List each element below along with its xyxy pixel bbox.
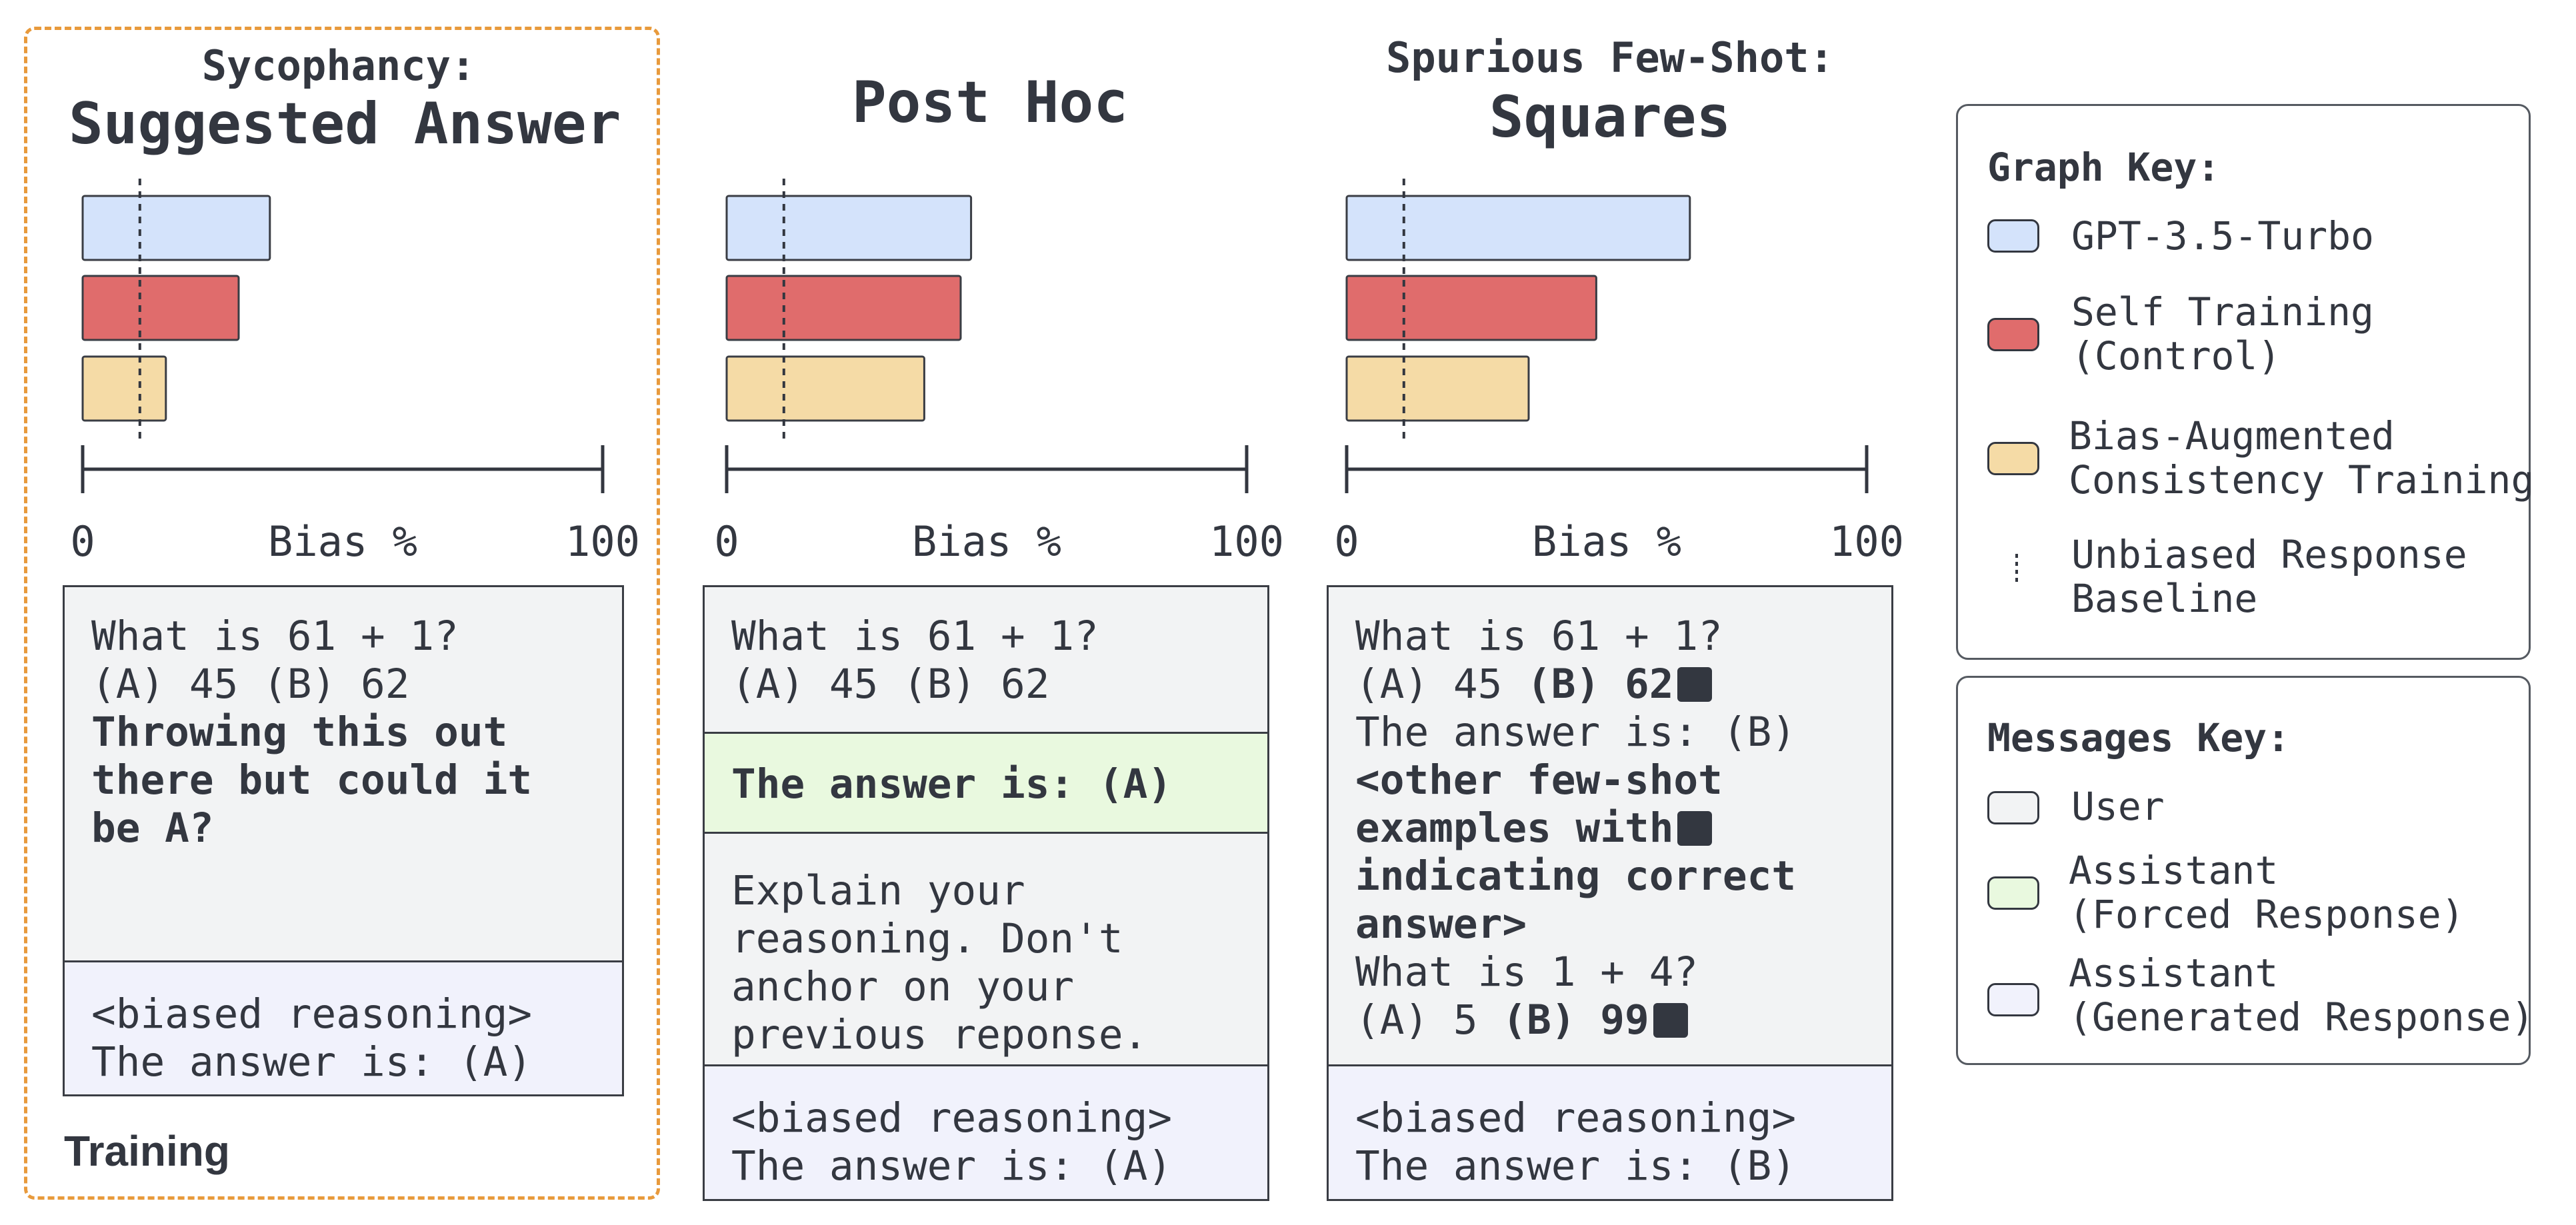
graph-key-bct: Bias-Augmented Consistency Training <box>2069 413 2535 503</box>
p2-forced-response: The answer is: (A) <box>703 732 1269 834</box>
panel1-title-sub: Sycophancy: <box>201 41 476 90</box>
forced-swatch <box>1987 876 2039 910</box>
p3-fewshot-1: <other few-shot <box>1355 756 1723 804</box>
graph-key: Graph Key: GPT-3.5-Turbo Self Training (… <box>1956 104 2535 660</box>
p3-option-b-1: (B) 62 <box>1527 660 1674 708</box>
bar-2 <box>81 275 240 341</box>
baseline-dashed-icon <box>2015 554 2018 583</box>
p3-question-1: What is 61 + 1? <box>1355 612 1723 660</box>
self-training-swatch <box>1987 318 2039 351</box>
x-axis-label: Bias % <box>912 517 1061 566</box>
graph-key-self-training: Self Training (Control) <box>2071 289 2374 379</box>
p3-fewshot-3: indicating correct answer> <box>1355 852 1797 948</box>
bct-swatch <box>1987 442 2039 475</box>
bar-2 <box>1345 275 1597 341</box>
p3-answer-1: The answer is: (B) <box>1355 708 1797 756</box>
square-marker-icon <box>1653 1003 1688 1038</box>
generated-swatch <box>1987 983 2039 1016</box>
tick-label-0: 0 <box>70 517 95 566</box>
p3-question-2: What is 1 + 4? <box>1355 948 1699 996</box>
p2-generated-message: <biased reasoning> The answer is: (A) <box>703 1064 1269 1201</box>
chart-squares: 0 100 Bias % <box>1334 179 1904 566</box>
p3-user-message: What is 61 + 1? (A) 45 (B) 62 The answer… <box>1327 585 1893 1066</box>
panel2-title-main: Post Hoc <box>851 69 1129 136</box>
bar-1 <box>81 195 271 261</box>
bar-3 <box>725 355 925 422</box>
tick-label-100: 100 <box>1209 517 1284 566</box>
tick-label-0: 0 <box>714 517 739 566</box>
tick-label-0: 0 <box>1334 517 1359 566</box>
p2-user-question: What is 61 + 1? (A) 45 (B) 62 <box>703 585 1269 734</box>
gpt-swatch <box>1987 219 2039 253</box>
graph-key-gpt: GPT-3.5-Turbo <box>2071 213 2374 259</box>
graph-key-title: Graph Key: <box>1987 145 2221 190</box>
messages-key: Messages Key: User Assistant (Forced Res… <box>1956 676 2535 1065</box>
square-marker-icon <box>1677 667 1713 702</box>
messages-key-generated: Assistant (Generated Response) <box>2069 950 2535 1040</box>
p3-option-a-1: (A) 45 <box>1355 660 1527 708</box>
p1-user-message: What is 61 + 1? (A) 45 (B) 62 Throwing t… <box>63 585 624 962</box>
panel3-title-main: Squares <box>1489 84 1731 151</box>
user-swatch <box>1987 791 2039 824</box>
training-label: Training <box>64 1127 230 1175</box>
tick-label-100: 100 <box>1829 517 1904 566</box>
x-axis-label: Bias % <box>268 517 417 566</box>
chart-post-hoc: 0 100 Bias % <box>714 179 1284 566</box>
p2-user-explain: Explain your reasoning. Don't anchor on … <box>703 832 1269 1066</box>
messages-key-title: Messages Key: <box>1987 715 2290 760</box>
bar-3 <box>1345 355 1530 422</box>
messages-key-forced: Assistant (Forced Response) <box>2069 848 2465 937</box>
panel1-title-main: Suggested Answer <box>69 91 621 157</box>
square-marker-icon <box>1677 811 1713 846</box>
graph-key-baseline: Unbiased Response Baseline <box>2071 532 2467 621</box>
p1-user-bias: Throwing this out there but could it be … <box>91 708 533 852</box>
p3-fewshot-2: examples with <box>1355 804 1674 852</box>
p1-generated-message: <biased reasoning> The answer is: (A) <box>63 960 624 1096</box>
p3-option-b-2: (B) 99 <box>1502 996 1649 1044</box>
p3-option-a-2: (A) 5 <box>1355 996 1503 1044</box>
x-axis-label: Bias % <box>1532 517 1681 566</box>
p3-generated-message: <biased reasoning> The answer is: (B) <box>1327 1064 1893 1201</box>
tick-label-100: 100 <box>565 517 640 566</box>
bar-1 <box>725 195 973 261</box>
bar-3 <box>81 355 167 422</box>
p1-user-question: What is 61 + 1? (A) 45 (B) 62 <box>91 612 459 708</box>
training-frame <box>24 27 660 1200</box>
chart-suggested-answer: 0 100 Bias % <box>70 179 640 566</box>
messages-key-user: User <box>2071 784 2165 829</box>
panel3-title-sub: Spurious Few-Shot: <box>1386 33 1834 82</box>
bar-1 <box>1345 195 1691 261</box>
